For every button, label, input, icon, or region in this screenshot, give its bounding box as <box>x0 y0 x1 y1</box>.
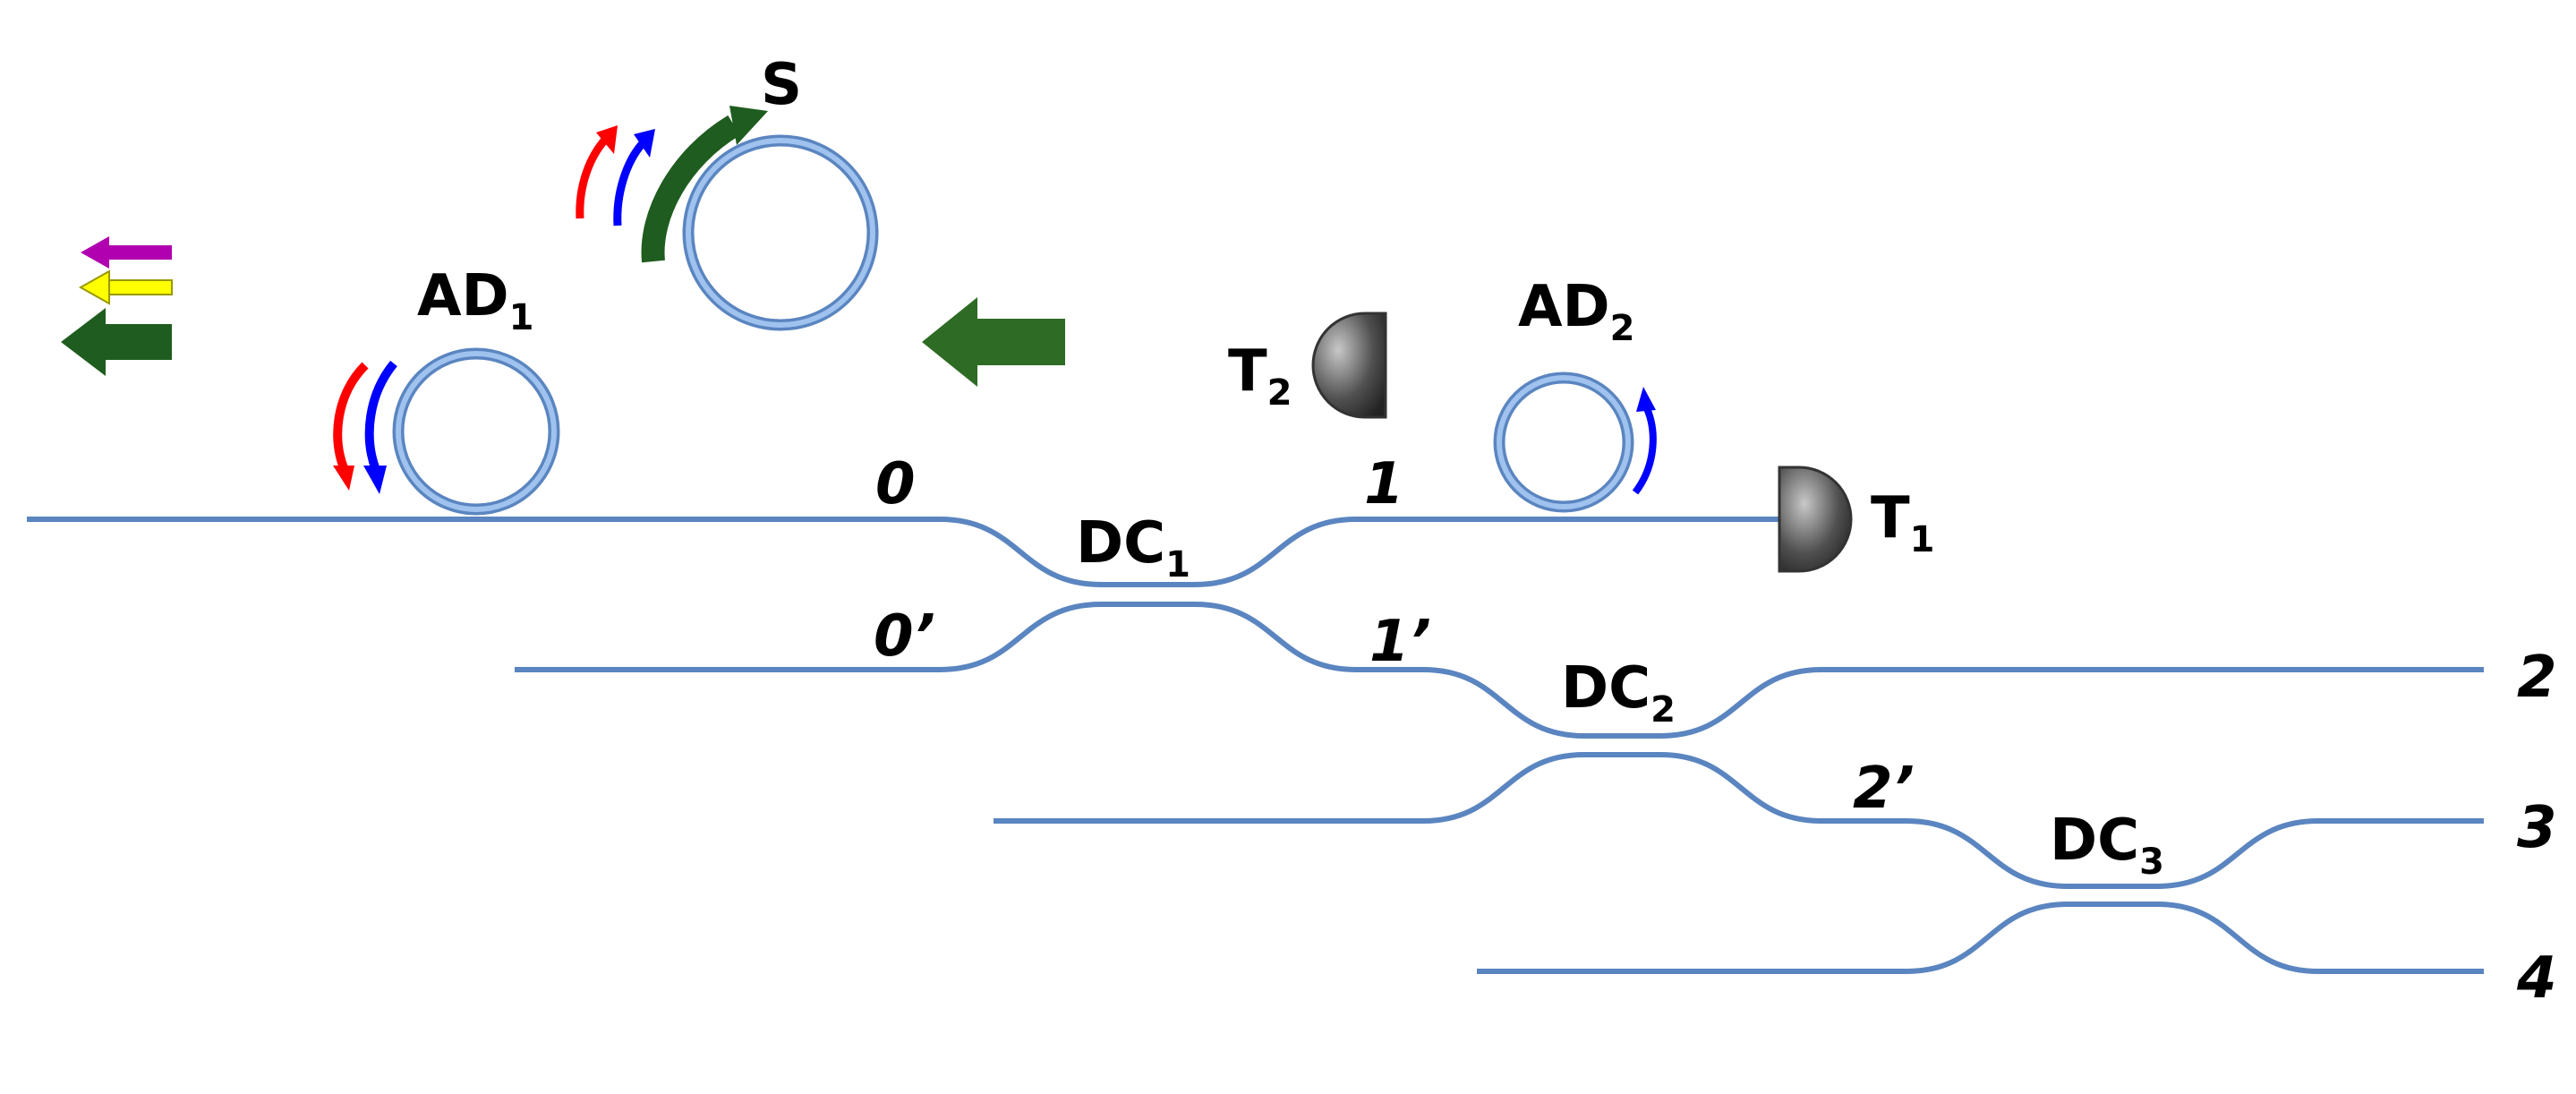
port-2-prime: 2’ <box>1853 756 1915 822</box>
ad2-drop-arrow-icon <box>1632 387 1657 495</box>
port-0-prime: 0’ <box>874 603 935 670</box>
waveguide-0 <box>27 517 1781 587</box>
source-emission-arrows-icon <box>576 106 768 263</box>
waveguide-4 <box>1477 902 2484 974</box>
output-2: 2 <box>2517 645 2557 711</box>
waveguide-2-prime <box>994 752 2484 889</box>
label-t1: T1 <box>1871 485 1935 560</box>
purple-output-arrow-icon <box>81 236 172 269</box>
green-output-arrow-icon <box>61 308 172 376</box>
yellow-output-arrow-icon <box>78 269 173 305</box>
label-ad1: AD1 <box>417 263 534 338</box>
detector-t1-icon <box>1778 466 1853 573</box>
output-4: 4 <box>2516 945 2557 1012</box>
label-dc3: DC3 <box>2050 808 2164 883</box>
pump-input-arrow-icon <box>922 297 1065 387</box>
port-0: 0 <box>875 451 916 517</box>
label-t2: T2 <box>1228 338 1292 414</box>
label-dc1: DC1 <box>1076 510 1190 585</box>
port-1-prime: 1’ <box>1369 609 1431 675</box>
label-ad2: AD2 <box>1518 274 1635 349</box>
port-1: 1 <box>1364 451 1404 517</box>
detector-t2-icon <box>1311 312 1387 419</box>
ad1-drop-arrows-icon <box>333 360 397 494</box>
waveguide-0-prime <box>515 602 2484 739</box>
label-dc2: DC2 <box>1561 655 1676 731</box>
output-3: 3 <box>2517 795 2557 861</box>
label-s: S <box>761 52 802 118</box>
